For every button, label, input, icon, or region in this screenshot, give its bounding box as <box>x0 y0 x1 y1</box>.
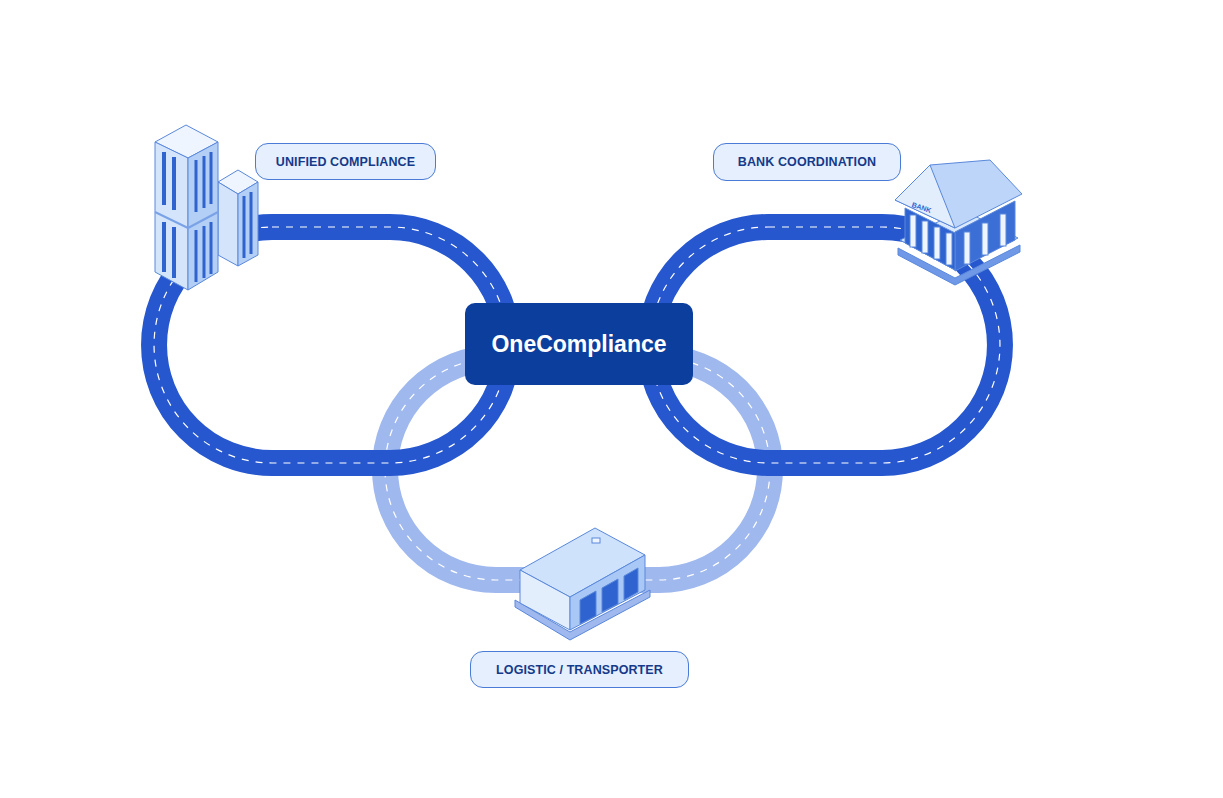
building-face <box>188 142 218 290</box>
bank-column <box>964 232 970 264</box>
floor-band <box>188 212 218 228</box>
bank-column <box>946 233 952 265</box>
window-strip <box>210 152 213 204</box>
hub-title: OneCompliance <box>491 331 666 358</box>
window-strip <box>162 222 166 272</box>
warehouse-face <box>570 555 645 630</box>
window-strip <box>210 222 213 274</box>
warehouse-door <box>624 568 638 600</box>
window-strip <box>243 196 246 258</box>
warehouse-face <box>520 570 570 630</box>
road-dark <box>650 227 1000 463</box>
window-strip <box>203 226 206 278</box>
bank-column <box>1000 214 1006 246</box>
pill-text: LOGISTIC / TRANSPORTER <box>496 663 663 677</box>
window-strip <box>172 227 176 278</box>
bank-column <box>934 227 940 259</box>
label-pill: BANK COORDINATION <box>713 143 901 181</box>
bank-pediment <box>895 165 955 228</box>
label-pill: UNIFIED COMPLIANCE <box>255 143 436 180</box>
building-face <box>155 142 188 290</box>
warehouse-door <box>580 591 596 624</box>
warehouse-door <box>602 579 618 612</box>
office-building <box>155 125 258 290</box>
road-center-line <box>650 227 1000 463</box>
pill-text: BANK COORDINATION <box>738 155 876 169</box>
bank-column <box>922 221 928 253</box>
building-face <box>238 182 258 266</box>
window-strip <box>195 160 198 212</box>
label-pill: LOGISTIC / TRANSPORTER <box>470 651 689 688</box>
bank-column <box>982 223 988 255</box>
roof-vent <box>592 538 600 543</box>
building-face <box>218 182 238 266</box>
warehouse-building <box>515 528 650 640</box>
bank-building <box>895 160 1022 285</box>
bank-roof <box>895 160 1022 228</box>
window-strip <box>172 157 176 210</box>
pill-text: UNIFIED COMPLIANCE <box>276 155 415 169</box>
window-strip <box>195 230 198 282</box>
hub-box: OneCompliance <box>465 303 693 385</box>
window-strip <box>203 156 206 208</box>
window-strip <box>162 152 166 205</box>
window-strip <box>250 192 253 254</box>
floor-band <box>155 212 188 228</box>
bank-column <box>910 215 916 247</box>
